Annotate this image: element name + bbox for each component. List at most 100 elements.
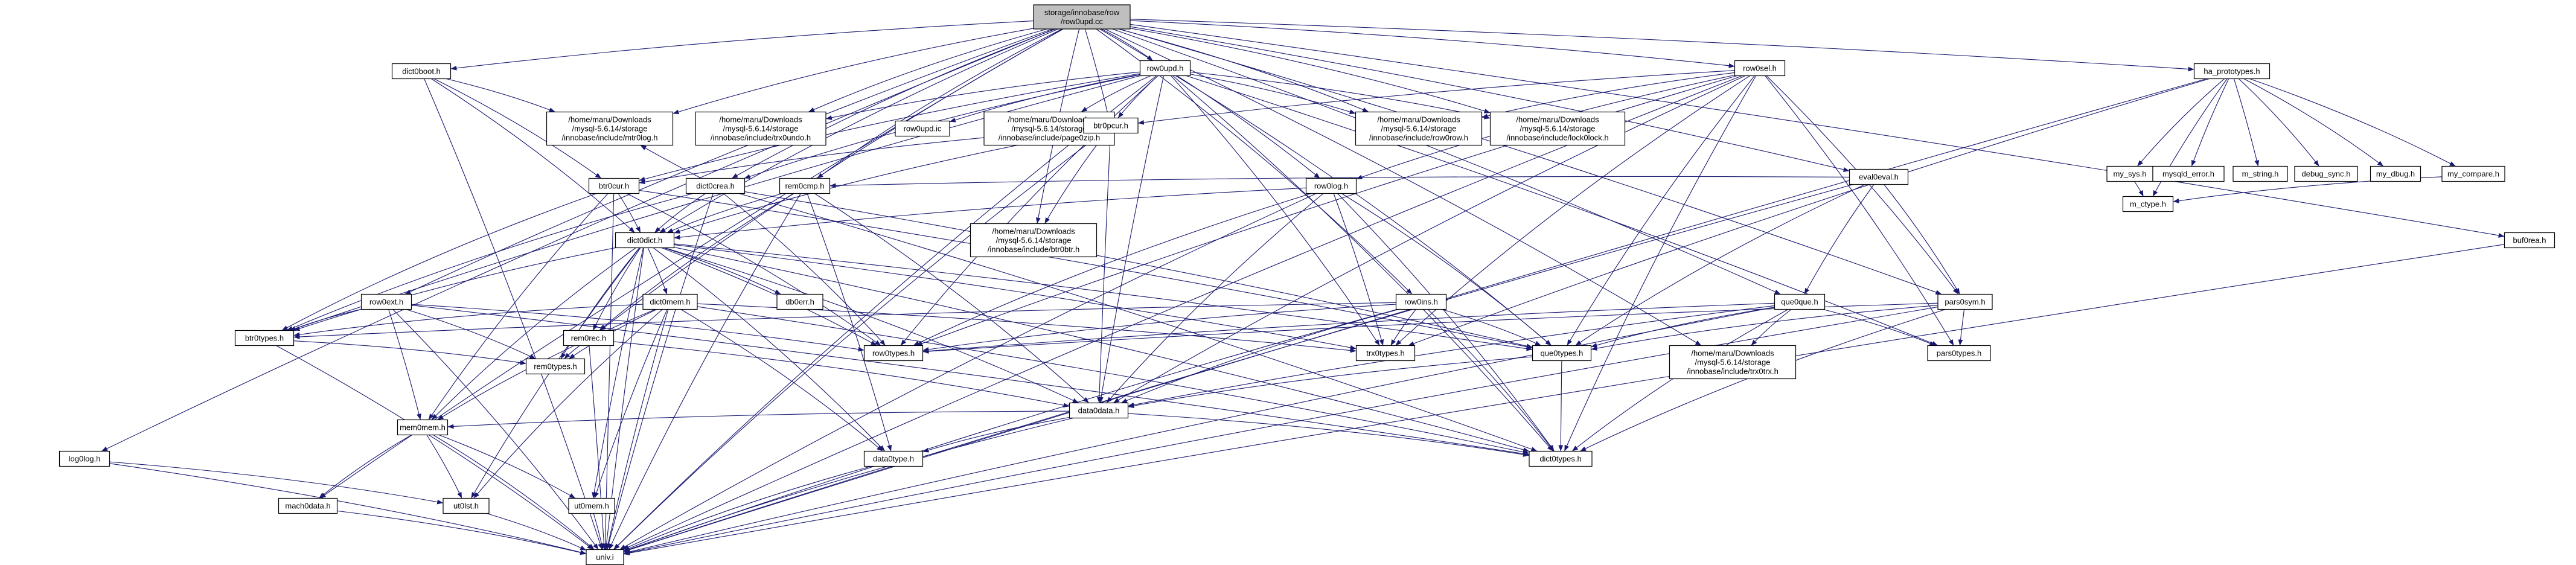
node-trx0undo[interactable]: /home/maru/Downloads/mysql-5.6.14/storag… — [695, 111, 826, 146]
node-btr0types[interactable]: btr0types.h — [234, 330, 295, 346]
node-row0row[interactable]: /home/maru/Downloads/mysql-5.6.14/storag… — [1355, 111, 1483, 146]
edge-data0data-to-dict0types — [1128, 413, 1530, 457]
node-box — [563, 330, 615, 346]
edge-row0sel-to-que0types — [1567, 75, 1755, 346]
node-m-string[interactable]: m_string.h — [2232, 165, 2288, 182]
node-label: data0data.h — [1078, 406, 1120, 415]
node-trx0trx[interactable]: /home/maru/Downloads/mysql-5.6.14/storag… — [1669, 345, 1797, 380]
node-box — [685, 177, 746, 194]
edge-eval0eval-to-que0que — [1804, 184, 1874, 295]
node-pars0sym[interactable]: pars0sym.h — [1937, 293, 1993, 310]
node-label: /mysql-5.6.14/storage — [723, 124, 798, 133]
node-row0sel[interactable]: row0sel.h — [1734, 60, 1786, 77]
node-ut0mem[interactable]: ut0mem.h — [568, 497, 615, 514]
edge-root-to-buf0rea — [1130, 24, 2505, 238]
node-box — [1033, 4, 1131, 30]
node-m-ctype[interactable]: m_ctype.h — [2122, 196, 2174, 212]
node-my-dbug[interactable]: my_dbug.h — [2370, 165, 2421, 182]
node-rem0types[interactable]: rem0types.h — [525, 358, 586, 375]
node-mysqld-error[interactable]: mysqld_error.h — [2152, 165, 2225, 182]
node-ut0lst[interactable]: ut0lst.h — [443, 497, 490, 514]
node-dict0dict[interactable]: dict0dict.h — [615, 232, 675, 249]
node-dict0boot[interactable]: dict0boot.h — [391, 63, 452, 80]
edge-que0que-to-data0data — [1128, 305, 1775, 407]
node-box — [863, 345, 924, 362]
edge-mem0mem-to-univ — [433, 435, 595, 550]
node-debug-sync[interactable]: debug_sync.h — [2294, 165, 2358, 182]
edge-dict0crea-to-row0types — [723, 193, 886, 346]
edge-root-to-que0que — [1112, 28, 1781, 295]
node-data0data[interactable]: data0data.h — [1069, 402, 1129, 419]
node-label: rem0cmp.h — [785, 182, 824, 191]
node-box — [1927, 345, 1991, 362]
node-dict0crea[interactable]: dict0crea.h — [685, 177, 746, 194]
node-box — [2441, 165, 2505, 182]
edge-dict0dict-to-ut0mem — [592, 247, 644, 499]
node-box — [2193, 63, 2271, 80]
node-root[interactable]: storage/innobase/row/row0upd.cc — [1033, 4, 1131, 30]
edge-row0upd-h-to-row0types — [900, 75, 1159, 346]
node-box — [1774, 293, 1826, 310]
node-mem0mem[interactable]: mem0mem.h — [397, 419, 449, 436]
node-box — [588, 177, 640, 194]
node-label: /mysql-5.6.14/storage — [1520, 124, 1595, 133]
edge-data0data-to-data0type — [922, 417, 1070, 453]
edge-row0ins-to-btr0types — [293, 302, 1396, 339]
node-mach0data[interactable]: mach0data.h — [278, 497, 338, 514]
node-box — [1532, 345, 1592, 362]
edge-dict0boot-to-mtr0log — [446, 78, 555, 113]
edge-log0log-to-ut0lst — [109, 461, 444, 505]
edge-my-sys-to-m-ctype — [2134, 181, 2144, 197]
edge-log0log-to-univ — [109, 463, 587, 555]
node-data0type[interactable]: data0type.h — [863, 450, 924, 467]
edge-row0sel-to-row0row — [1481, 72, 1735, 119]
node-que0que[interactable]: que0que.h — [1774, 293, 1826, 310]
node-rem0rec[interactable]: rem0rec.h — [563, 330, 615, 346]
edge-ha-prototypes-to-mysqld-error — [2191, 78, 2229, 167]
node-eval0eval[interactable]: eval0eval.h — [1849, 168, 1909, 185]
node-label: rem0rec.h — [571, 334, 607, 343]
node-row0ins[interactable]: row0ins.h — [1395, 293, 1447, 310]
edge-mem0mem-to-mach0data — [318, 435, 412, 499]
node-row0upd-ic[interactable]: row0upd.ic — [895, 120, 950, 137]
node-univ[interactable]: univ.i — [586, 549, 624, 565]
node-box — [546, 111, 674, 146]
node-label: log0log.h — [69, 455, 101, 464]
node-btr0cur[interactable]: btr0cur.h — [588, 177, 640, 194]
edge-rem0rec-to-univ — [589, 345, 607, 550]
node-btr0pcur[interactable]: btr0pcur.h — [1083, 117, 1139, 134]
node-dict0types[interactable]: dict0types.h — [1529, 450, 1593, 467]
node-ha-prototypes[interactable]: ha_prototypes.h — [2193, 63, 2271, 80]
node-label: row0ext.h — [369, 298, 403, 307]
edge-que0types-to-dict0types — [1558, 360, 1564, 452]
node-label: /home/maru/Downloads — [1516, 115, 1599, 124]
node-row0log[interactable]: row0log.h — [1305, 177, 1357, 194]
node-pars0types[interactable]: pars0types.h — [1927, 345, 1991, 362]
edge-mach0data-to-univ — [337, 510, 587, 555]
node-db0err[interactable]: db0err.h — [776, 293, 823, 310]
node-label: row0upd.ic — [904, 124, 942, 133]
edge-mem0mem-to-ut0mem — [438, 434, 576, 499]
node-row0ext[interactable]: row0ext.h — [360, 293, 412, 310]
node-row0types[interactable]: row0types.h — [863, 345, 924, 362]
node-btr0btr[interactable]: /home/maru/Downloads/mysql-5.6.14/storag… — [970, 223, 1098, 258]
node-dict0mem[interactable]: dict0mem.h — [642, 293, 698, 310]
node-my-sys[interactable]: my_sys.h — [2106, 165, 2153, 182]
node-log0log[interactable]: log0log.h — [59, 450, 110, 467]
node-buf0rea[interactable]: buf0rea.h — [2504, 232, 2555, 249]
edge-row0ins-to-trx0types — [1390, 309, 1416, 346]
node-my-compare[interactable]: my_compare.h — [2441, 165, 2505, 182]
node-trx0types[interactable]: trx0types.h — [1355, 345, 1416, 362]
edge-root-to-row0sel — [1130, 20, 1735, 68]
node-rem0cmp[interactable]: rem0cmp.h — [779, 177, 831, 194]
node-mtr0log[interactable]: /home/maru/Downloads/mysql-5.6.14/storag… — [546, 111, 674, 146]
node-row0upd-h[interactable]: row0upd.h — [1139, 60, 1191, 77]
node-box — [525, 358, 586, 375]
edge-root-to-row0upd-h — [1101, 28, 1154, 61]
node-label: /mysql-5.6.14/storage — [572, 124, 647, 133]
edge-rem0cmp-to-data0data — [814, 193, 1090, 403]
edge-root-to-trx0undo — [808, 28, 1047, 113]
edge-btr0types-to-rem0types — [293, 340, 526, 365]
node-que0types[interactable]: que0types.h — [1532, 345, 1592, 362]
node-lock0lock[interactable]: /home/maru/Downloads/mysql-5.6.14/storag… — [1489, 111, 1626, 146]
